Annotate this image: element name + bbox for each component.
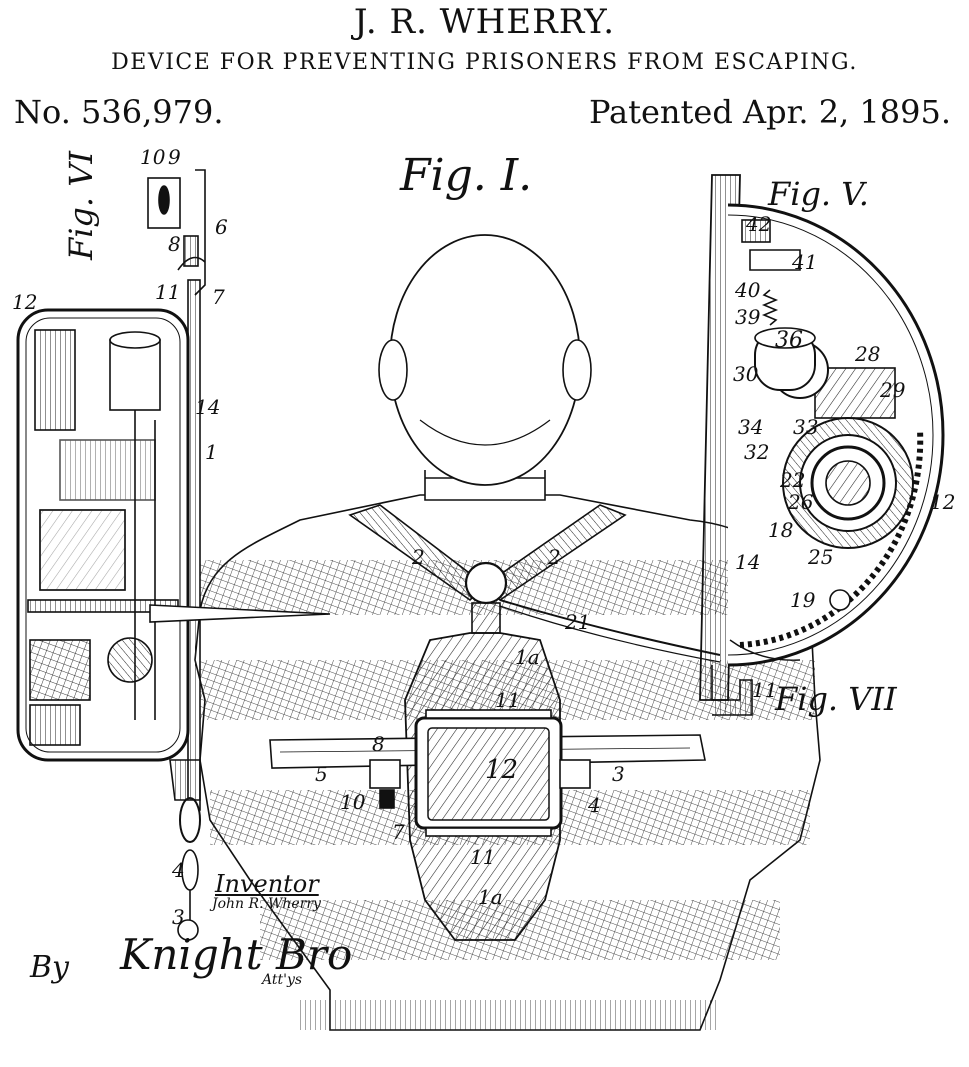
label-f6-8: 8 bbox=[168, 232, 181, 256]
label-harness-2a: 2 bbox=[412, 545, 425, 569]
label-f5-42: 42 bbox=[746, 212, 772, 236]
label-f5-25: 25 bbox=[808, 545, 834, 569]
label-f5-40: 40 bbox=[735, 278, 761, 302]
fig5-label: Fig. V. bbox=[768, 175, 869, 213]
label-plate-11-top: 11 bbox=[495, 688, 521, 712]
label-f7-11: 11 bbox=[752, 678, 778, 702]
label-f6-10: 10 bbox=[140, 145, 166, 169]
label-belt-5: 5 bbox=[315, 762, 328, 786]
label-f5-28: 28 bbox=[855, 342, 881, 366]
label-clasp-7: 7 bbox=[392, 820, 405, 844]
patent-title: DEVICE FOR PREVENTING PRISONERS FROM ESC… bbox=[111, 50, 858, 75]
label-f5-30: 30 bbox=[733, 362, 759, 386]
label-f5-33: 33 bbox=[793, 415, 819, 439]
label-f5-29: 29 bbox=[880, 378, 906, 402]
fig5-figure bbox=[699, 174, 945, 716]
label-f5-34: 34 bbox=[738, 415, 764, 439]
fig6-label: Fig. VI bbox=[62, 150, 100, 260]
fig7-label: Fig. VII bbox=[775, 680, 897, 718]
fig1-label: Fig. I. bbox=[400, 150, 533, 201]
inventor-caption: Inventor bbox=[215, 870, 319, 898]
label-f5-41: 41 bbox=[792, 250, 818, 274]
patent-date: Patented Apr. 2, 1895. bbox=[588, 93, 951, 131]
label-f6-1: 1 bbox=[205, 440, 218, 464]
label-f6-6: 6 bbox=[215, 215, 228, 239]
label-f5-19: 19 bbox=[790, 588, 816, 612]
label-f5-22: 22 bbox=[780, 468, 806, 492]
inventor-name: J. R. WHERRY. bbox=[353, 2, 616, 42]
label-rod-21: 21 bbox=[565, 610, 591, 634]
label-f6-11: 11 bbox=[155, 280, 181, 304]
patent-number: No. 536,979. bbox=[14, 93, 224, 131]
by-label: By bbox=[30, 950, 69, 985]
attorney-signature: Knight Bro bbox=[120, 930, 353, 979]
label-f5-18: 18 bbox=[768, 518, 794, 542]
attorneys-label: Att'ys bbox=[262, 972, 303, 988]
label-clasp-10: 10 bbox=[340, 790, 366, 814]
inventor-signature: John R. Wherry bbox=[212, 896, 321, 912]
label-harness-2b: 2 bbox=[548, 545, 561, 569]
label-f6-9: 9 bbox=[168, 145, 181, 169]
label-f6-12: 12 bbox=[12, 290, 38, 314]
label-belt-3: 3 bbox=[612, 762, 625, 786]
label-f5-32: 32 bbox=[744, 440, 770, 464]
label-f5-36: 36 bbox=[775, 328, 803, 353]
label-strap-1a-top: 1a bbox=[515, 645, 540, 669]
label-f6-3: 3 bbox=[172, 905, 185, 929]
fig6-figure bbox=[16, 169, 331, 941]
label-f5-39: 39 bbox=[735, 305, 761, 329]
label-f5-14: 14 bbox=[735, 550, 761, 574]
label-plate-11-bottom: 11 bbox=[470, 845, 496, 869]
label-f6-14: 14 bbox=[195, 395, 221, 419]
label-f5-26: 26 bbox=[788, 490, 814, 514]
label-strap-1a-bottom: 1a bbox=[478, 885, 503, 909]
label-box-12: 12 bbox=[485, 755, 519, 785]
label-f6-7: 7 bbox=[212, 285, 225, 309]
label-clasp-8: 8 bbox=[372, 732, 385, 756]
label-f6-4: 4 bbox=[172, 858, 185, 882]
label-clasp-4: 4 bbox=[588, 793, 601, 817]
label-f5-12: 12 bbox=[930, 490, 956, 514]
